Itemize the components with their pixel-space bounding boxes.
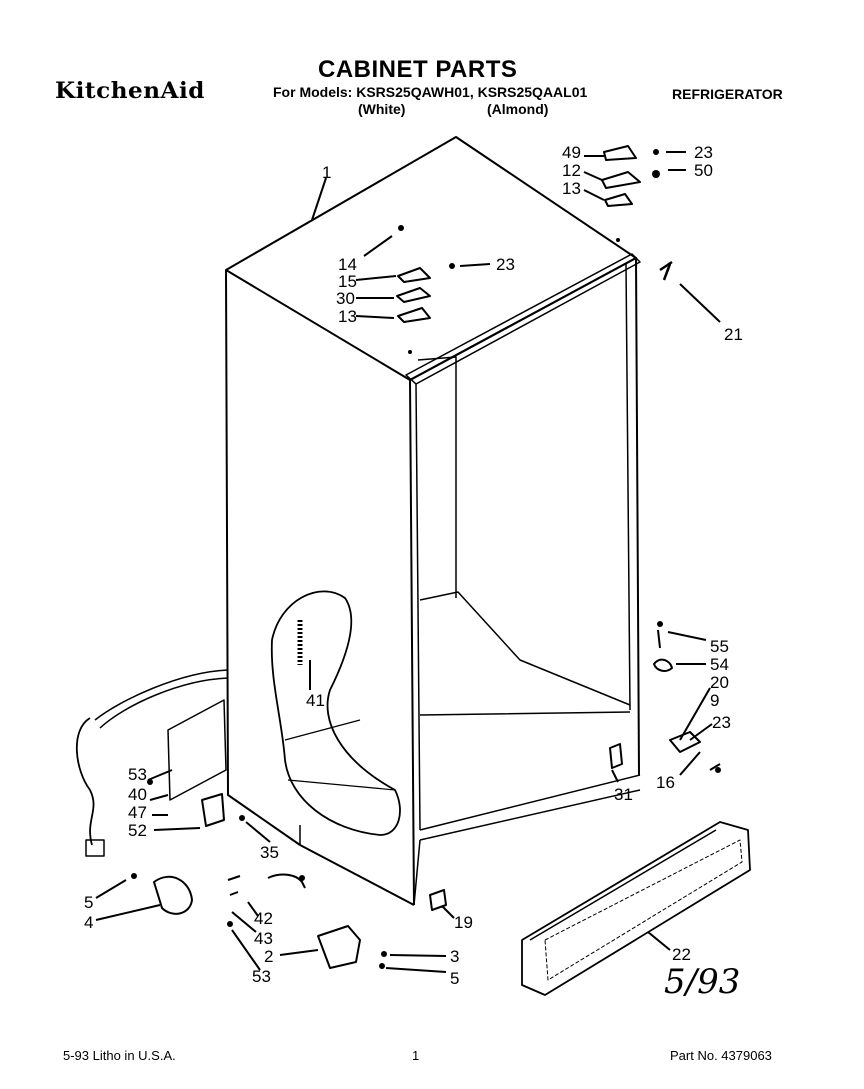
callout-label: 41 [306, 691, 325, 710]
page-title: CABINET PARTS [318, 56, 518, 83]
callout-label: 16 [656, 773, 675, 792]
callout-label: 52 [128, 821, 147, 840]
callout-label: 20 [710, 673, 729, 692]
color-almond: (Almond) [487, 101, 549, 117]
callout-label: 53 [252, 967, 271, 986]
callout-label: 50 [694, 161, 713, 180]
callout-label: 23 [712, 713, 731, 732]
callout-label: 15 [338, 272, 357, 291]
models-line: For Models: KSRS25QAWH01, KSRS25QAAL01 [273, 84, 588, 100]
callout-label: 4 [84, 913, 93, 932]
callout-label: 5 [84, 893, 93, 912]
callout-label: 35 [260, 843, 279, 862]
callout-layer: 1 14 15 30 13 23 49 12 13 23 50 21 55 54… [84, 143, 743, 988]
callout-label: 14 [338, 255, 357, 274]
callout-label: 9 [710, 691, 719, 710]
color-white: (White) [358, 101, 406, 117]
callout-label: 54 [710, 655, 729, 674]
callout-label: 2 [264, 947, 273, 966]
handwritten-date: 5/93 [664, 962, 741, 1002]
page-number: 1 [412, 1048, 420, 1063]
callout-label: 53 [128, 765, 147, 784]
brand-logo: KitchenAid [55, 78, 205, 104]
grille-outline [521, 821, 751, 996]
footer-litho: 5-93 Litho in U.S.A. [63, 1048, 176, 1063]
callout-label: 19 [454, 913, 473, 932]
callout-label: 12 [562, 161, 581, 180]
callout-label: 5 [450, 969, 459, 988]
callout-label: 47 [128, 803, 147, 822]
callout-label: 49 [562, 143, 581, 162]
callout-label: 40 [128, 785, 147, 804]
cutaway-outline [270, 590, 401, 836]
callout-label: 1 [322, 163, 331, 182]
callout-label: 22 [672, 945, 691, 964]
callout-label: 23 [496, 255, 515, 274]
appliance-type: REFRIGERATOR [672, 86, 783, 102]
callout-label: 3 [450, 947, 459, 966]
control-bracket [167, 699, 227, 801]
callout-label: 13 [338, 307, 357, 326]
callout-label: 30 [336, 289, 355, 308]
callout-label: 13 [562, 179, 581, 198]
callout-label: 55 [710, 637, 729, 656]
callout-label: 21 [724, 325, 743, 344]
callout-label: 23 [694, 143, 713, 162]
callout-label: 31 [614, 785, 633, 804]
callout-label: 43 [254, 929, 273, 948]
callout-label: 42 [254, 909, 273, 928]
part-number: Part No. 4379063 [670, 1048, 772, 1063]
